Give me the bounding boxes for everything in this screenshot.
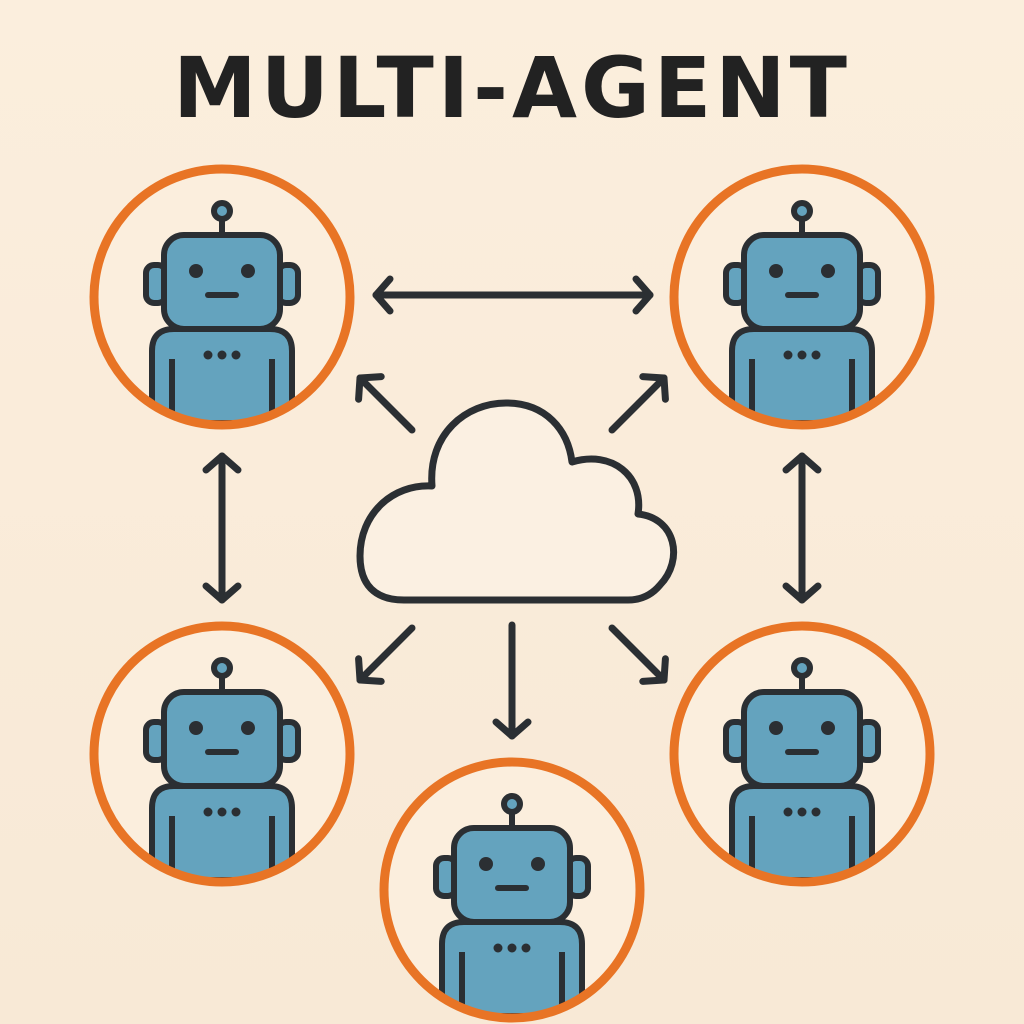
agent-ring — [89, 621, 355, 887]
agent-top-left — [89, 164, 355, 430]
agent-bottom-center — [379, 757, 645, 1023]
agent-top-right — [669, 164, 935, 430]
arrow-top-left-to-top-right — [372, 279, 654, 311]
agent-ring — [379, 757, 645, 1023]
diagram-title: MULTI-AGENT — [173, 39, 851, 137]
arrow-top-left-to-bottom-left — [206, 452, 238, 604]
agent-bottom-left — [89, 621, 355, 887]
agent-ring — [669, 164, 935, 430]
arrow-cloud-to-bottom-center — [496, 621, 528, 740]
arrow-cloud-to-bottom-right — [608, 624, 675, 691]
arrow-top-right-to-bottom-right — [786, 452, 818, 604]
agent-ring — [89, 164, 355, 430]
cloud-icon — [356, 399, 678, 604]
arrow-cloud-to-top-left — [349, 367, 416, 434]
arrow-cloud-to-bottom-left — [349, 624, 416, 691]
agent-ring — [669, 621, 935, 887]
agent-bottom-right — [669, 621, 935, 887]
arrow-cloud-to-top-right — [608, 367, 675, 434]
